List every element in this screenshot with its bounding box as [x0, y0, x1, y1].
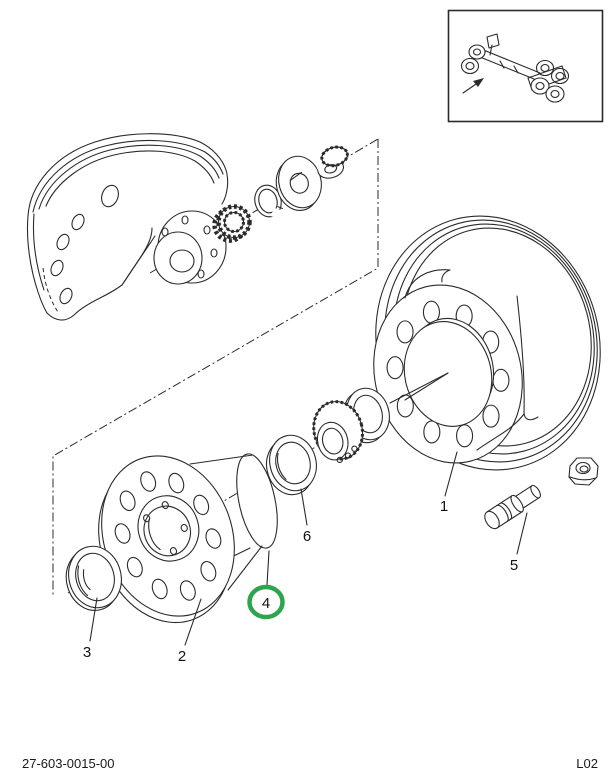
bearing-cone — [312, 400, 364, 464]
footer-part-number: 27-603-0015-00 — [22, 756, 115, 771]
callout-3-label[interactable]: 3 — [83, 644, 91, 661]
highlight-ring[interactable] — [247, 584, 285, 620]
callout-leaders — [89, 451, 528, 646]
callout-2[interactable]: 2 — [178, 648, 186, 665]
callout-1[interactable]: 1 — [440, 498, 448, 515]
hub-flange — [98, 455, 235, 624]
footer-page-code: L02 — [576, 756, 598, 771]
lock-washer-gear — [212, 204, 252, 243]
brake-spider-assembly — [26, 133, 229, 321]
brake-drum — [373, 215, 601, 471]
oil-seal-inner — [65, 545, 122, 611]
locator-arrow-icon — [462, 78, 484, 94]
callout-1-label[interactable]: 1 — [440, 498, 448, 515]
callout-5-label[interactable]: 5 — [510, 557, 518, 574]
axle-locator-drawing — [460, 33, 570, 103]
locator-inset — [447, 9, 604, 123]
wheel-stud — [484, 484, 541, 530]
oil-seal-outer — [265, 434, 317, 496]
callout-4-label[interactable]: 4 — [262, 595, 270, 612]
spindle-flange — [153, 210, 227, 285]
hub-barrel — [189, 453, 278, 591]
snap-ring — [254, 184, 286, 221]
wheel-hub — [98, 453, 278, 624]
callout-6-label[interactable]: 6 — [303, 528, 311, 545]
callout-6[interactable]: 6 — [303, 528, 311, 545]
stud-nut — [568, 457, 599, 486]
callout-4[interactable]: 4 — [247, 584, 285, 620]
callout-3[interactable]: 3 — [83, 644, 91, 661]
callout-2-label[interactable]: 2 — [178, 648, 186, 665]
thrust-washer — [275, 155, 322, 211]
outer-nut — [315, 145, 349, 179]
callout-5[interactable]: 5 — [510, 557, 518, 574]
